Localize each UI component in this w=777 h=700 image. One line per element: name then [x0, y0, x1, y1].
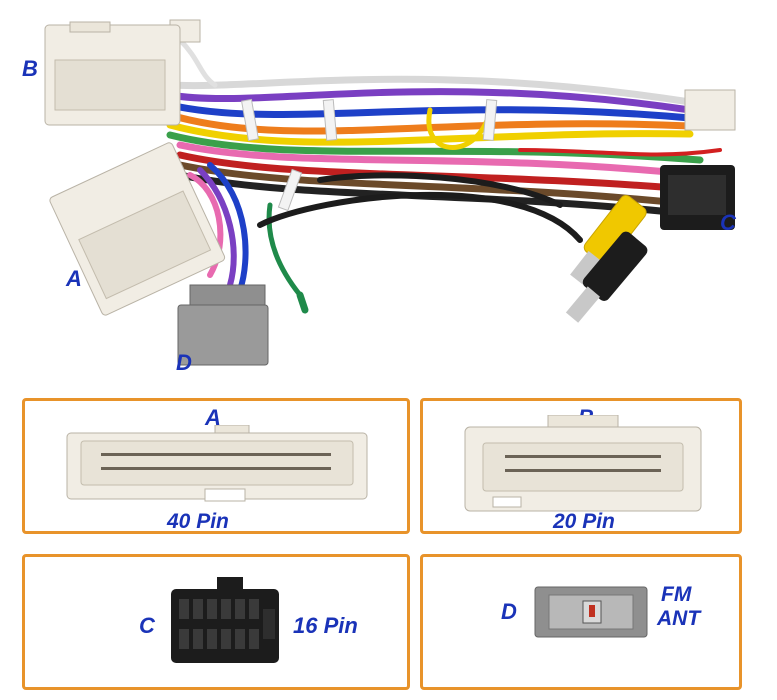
connector-c-photo	[660, 165, 735, 230]
green-wire-tip	[296, 291, 309, 314]
connector-b-photo	[44, 21, 181, 126]
harness-illustration	[44, 19, 736, 366]
connector-b-20pin-illustration	[464, 415, 702, 512]
connector-a-photo	[49, 142, 226, 316]
panel-c-letter: C	[139, 613, 155, 638]
callout-d: D	[176, 350, 192, 375]
connector-d-fm-illustration	[534, 586, 648, 638]
harness-photo: B A C D	[22, 19, 736, 375]
callout-c: C	[720, 210, 736, 235]
panel-connector-a: A 40 Pin	[22, 398, 410, 534]
panel-b-caption: 20 Pin	[553, 510, 615, 533]
panel-d-caption-line2: ANT	[657, 607, 701, 630]
callout-a: A	[66, 266, 82, 291]
panel-connector-b: B 20 Pin	[420, 398, 742, 534]
panel-connector-c: C 16 Pin	[22, 554, 410, 690]
panel-d-letter: D	[501, 599, 517, 624]
zip-ties	[241, 98, 498, 212]
panel-a-caption: 40 Pin	[167, 510, 229, 533]
connector-d-photo	[177, 284, 269, 366]
wire-bundle	[166, 37, 722, 298]
connector-c-16pin-illustration	[171, 577, 279, 663]
panel-c-caption: 16 Pin	[293, 613, 358, 638]
fm-antenna-plug	[565, 231, 648, 323]
panel-d-caption-line1: FM	[661, 583, 692, 606]
callout-b: B	[22, 56, 38, 81]
panel-a-letter: A	[205, 405, 221, 430]
panel-connector-d: D FM ANT	[420, 554, 742, 690]
white-plug-top-right	[684, 89, 736, 131]
connector-a-40pin-illustration	[66, 425, 368, 502]
